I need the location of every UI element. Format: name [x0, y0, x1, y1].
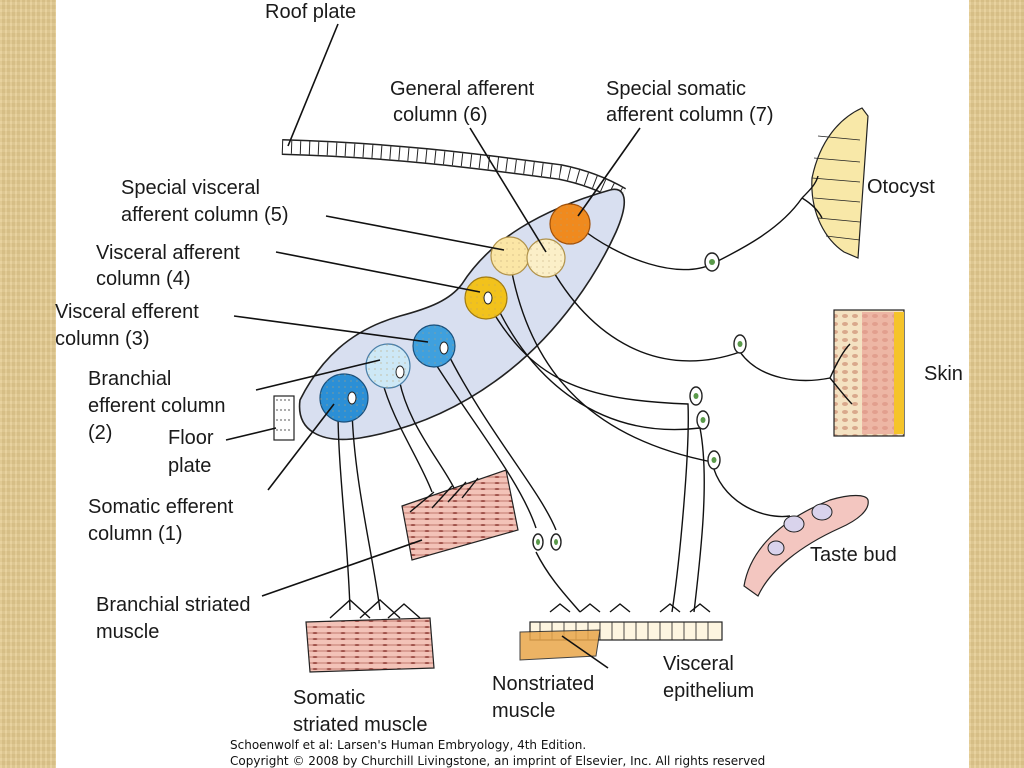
left-slide-border	[0, 0, 56, 768]
label-branchial-efferent-line3: (2)	[88, 422, 112, 444]
label-special-somatic-line1: Special somatic	[606, 78, 746, 100]
otocyst	[801, 107, 869, 259]
label-branchial-striated-line1: Branchial striated	[96, 594, 251, 616]
floor-plate	[273, 395, 295, 441]
label-general-afferent-line2: column (6)	[393, 104, 487, 126]
label-floor-plate-line1: Floor	[168, 427, 214, 449]
somatic-striated-muscle	[305, 599, 435, 673]
label-roof-plate: Roof plate	[265, 1, 356, 23]
label-nonstriated-line1: Nonstriated	[492, 673, 594, 695]
credit-line2: Copyright © 2008 by Churchill Livingston…	[230, 754, 765, 768]
nerve-fibers	[337, 197, 831, 613]
right-slide-border	[969, 0, 1024, 768]
credit: Schoenwolf et al: Larsen's Human Embryol…	[230, 738, 765, 768]
credit-line1: Schoenwolf et al: Larsen's Human Embryol…	[230, 738, 586, 752]
label-somatic-striated-line1: Somatic	[293, 687, 365, 709]
label-special-visceral-line1: Special visceral	[121, 177, 260, 199]
label-somatic-efferent-line2: column (1)	[88, 523, 182, 545]
label-visceral-epithelium-line1: Visceral	[663, 653, 734, 675]
visceral-epithelium	[519, 603, 723, 661]
taste-bud	[743, 494, 869, 597]
slide	[56, 0, 969, 768]
label-special-somatic-line2: afferent column (7)	[606, 104, 774, 126]
label-branchial-striated-line2: muscle	[96, 621, 159, 643]
labels: Roof plate General afferent column (6) S…	[55, 1, 963, 736]
label-floor-plate-line2: plate	[168, 455, 211, 477]
ganglion-cells	[532, 252, 747, 551]
label-skin: Skin	[924, 363, 963, 385]
label-somatic-efferent-line1: Somatic efferent	[88, 496, 234, 518]
label-otocyst: Otocyst	[867, 176, 935, 198]
label-visceral-efferent-line1: Visceral efferent	[55, 301, 199, 323]
pointer-lines	[225, 23, 641, 669]
skin	[829, 309, 905, 437]
label-general-afferent-line1: General afferent	[390, 78, 535, 100]
label-visceral-afferent-line2: column (4)	[96, 268, 190, 290]
roof-plate	[281, 139, 627, 202]
label-visceral-epithelium-line2: epithelium	[663, 680, 754, 702]
label-somatic-striated-line2: striated muscle	[293, 714, 428, 736]
neuron-columns	[319, 203, 591, 423]
branchial-striated-muscle	[401, 469, 519, 561]
label-branchial-efferent-line1: Branchial	[88, 368, 171, 390]
label-nonstriated-line2: muscle	[492, 700, 555, 722]
label-special-visceral-line2: afferent column (5)	[121, 204, 289, 226]
label-visceral-efferent-line2: column (3)	[55, 328, 149, 350]
label-branchial-efferent-line2: efferent column	[88, 395, 226, 417]
label-taste-bud: Taste bud	[810, 544, 897, 566]
label-visceral-afferent-line1: Visceral afferent	[96, 242, 240, 264]
